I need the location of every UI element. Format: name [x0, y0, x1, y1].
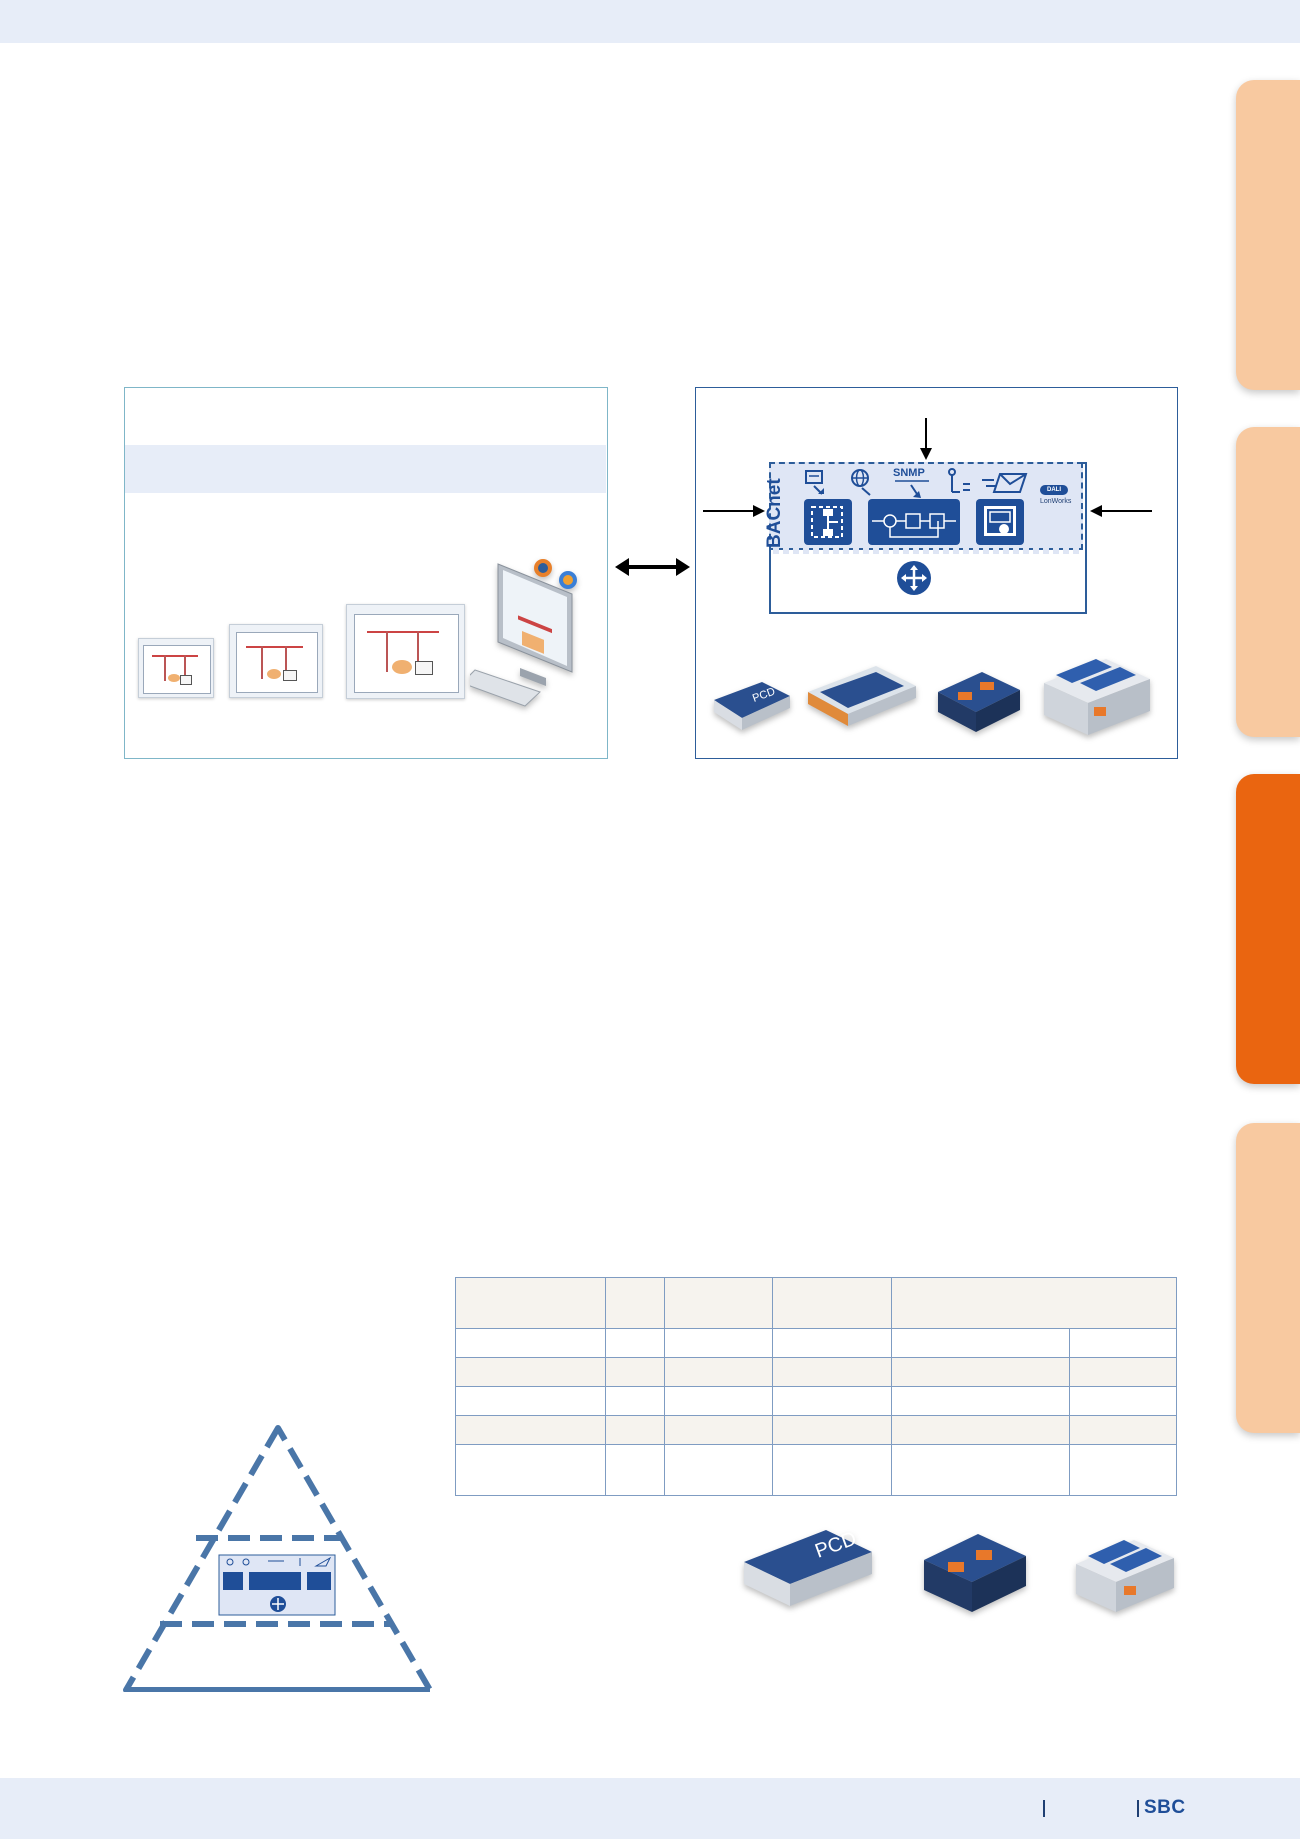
side-tab-3-active[interactable]	[1236, 774, 1300, 1084]
arrow-left-icon	[1090, 505, 1152, 517]
bidirectional-arrow-icon	[615, 558, 690, 576]
flowchart-icon	[811, 506, 843, 538]
specification-table	[455, 1277, 1177, 1496]
panel-header-stripe	[125, 445, 606, 493]
bacnet-logo: BACnet	[764, 478, 786, 548]
table-header-row	[455, 1277, 1177, 1329]
snmp-label: SNMP	[893, 467, 925, 479]
control-loop-icon	[872, 513, 956, 538]
pcd-controller-image: PCD	[714, 682, 790, 730]
touch-panel-function-box	[976, 499, 1024, 545]
web-page-thumbnail	[346, 604, 465, 699]
footer-brand-logo: SBC	[1144, 1797, 1186, 1818]
footer-band	[0, 1778, 1300, 1839]
flowchart-function-box	[804, 499, 852, 545]
side-tab-1[interactable]	[1236, 80, 1300, 390]
table-row	[455, 1328, 1177, 1358]
table-row	[455, 1444, 1177, 1496]
side-tab-4[interactable]	[1236, 1123, 1300, 1433]
dali-logo: DALI	[1040, 485, 1068, 495]
pcd-controller-image: PCD	[744, 1528, 872, 1606]
web-page-thumbnail	[138, 638, 214, 698]
bus-connector-icon	[897, 561, 931, 595]
io-module-image	[1044, 659, 1150, 735]
pcd-controller-image	[808, 666, 916, 726]
footer-separator	[1137, 1800, 1139, 1817]
arrow-down-icon	[920, 418, 932, 460]
pcd-controller-image	[924, 1534, 1026, 1612]
web-server-icon	[805, 470, 824, 495]
io-module-image	[1076, 1540, 1174, 1612]
web-page-thumbnail	[229, 624, 323, 698]
table-row	[455, 1357, 1177, 1387]
control-loop-function-box	[868, 499, 960, 545]
pcd-controller-image	[938, 672, 1020, 732]
dashed-edge	[773, 548, 1079, 554]
globe-icon	[851, 469, 871, 496]
table-row	[455, 1415, 1177, 1445]
email-icon	[982, 473, 1028, 493]
io-tree-icon	[948, 468, 970, 493]
automation-pyramid-diagram	[123, 1425, 433, 1692]
side-tab-2[interactable]	[1236, 427, 1300, 737]
touch-panel-icon	[984, 506, 1016, 536]
computer-monitor-icon	[470, 559, 577, 707]
lonworks-logo: LonWorks	[1040, 498, 1072, 505]
arrow-right-icon	[703, 505, 765, 517]
table-row	[455, 1386, 1177, 1416]
snmp-icon	[895, 480, 929, 498]
header-band	[0, 0, 1300, 43]
footer-separator	[1043, 1800, 1045, 1817]
